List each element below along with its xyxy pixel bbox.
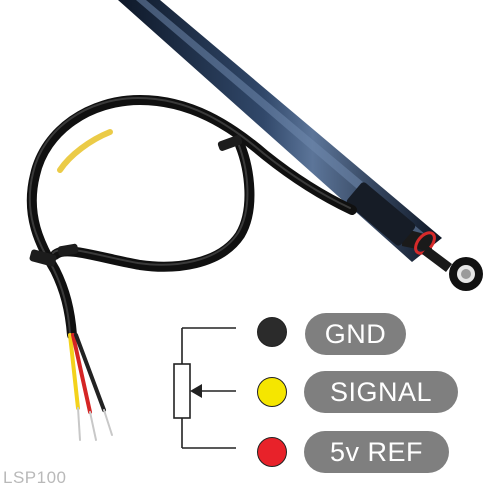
gnd-color-dot xyxy=(257,317,287,347)
gnd-label-pill: GND xyxy=(305,313,406,355)
rod-end-eye xyxy=(422,246,483,291)
gnd-label: GND xyxy=(324,318,387,349)
ref-label-pill: 5v REF xyxy=(304,431,449,473)
arrow-icon xyxy=(190,384,202,398)
signal-color-dot xyxy=(257,377,287,407)
ref-color-dot xyxy=(257,437,287,467)
sensor-end-cap xyxy=(346,182,436,255)
ref-label: 5v REF xyxy=(329,436,424,467)
sensor-cable xyxy=(26,94,357,340)
exposed-wires xyxy=(68,333,113,441)
cable-ties xyxy=(29,135,243,267)
potentiometer-schematic-icon xyxy=(173,327,236,449)
model-label: LSP100 xyxy=(3,468,67,487)
signal-label-pill: SIGNAL xyxy=(304,371,458,413)
signal-label: SIGNAL xyxy=(329,376,433,407)
